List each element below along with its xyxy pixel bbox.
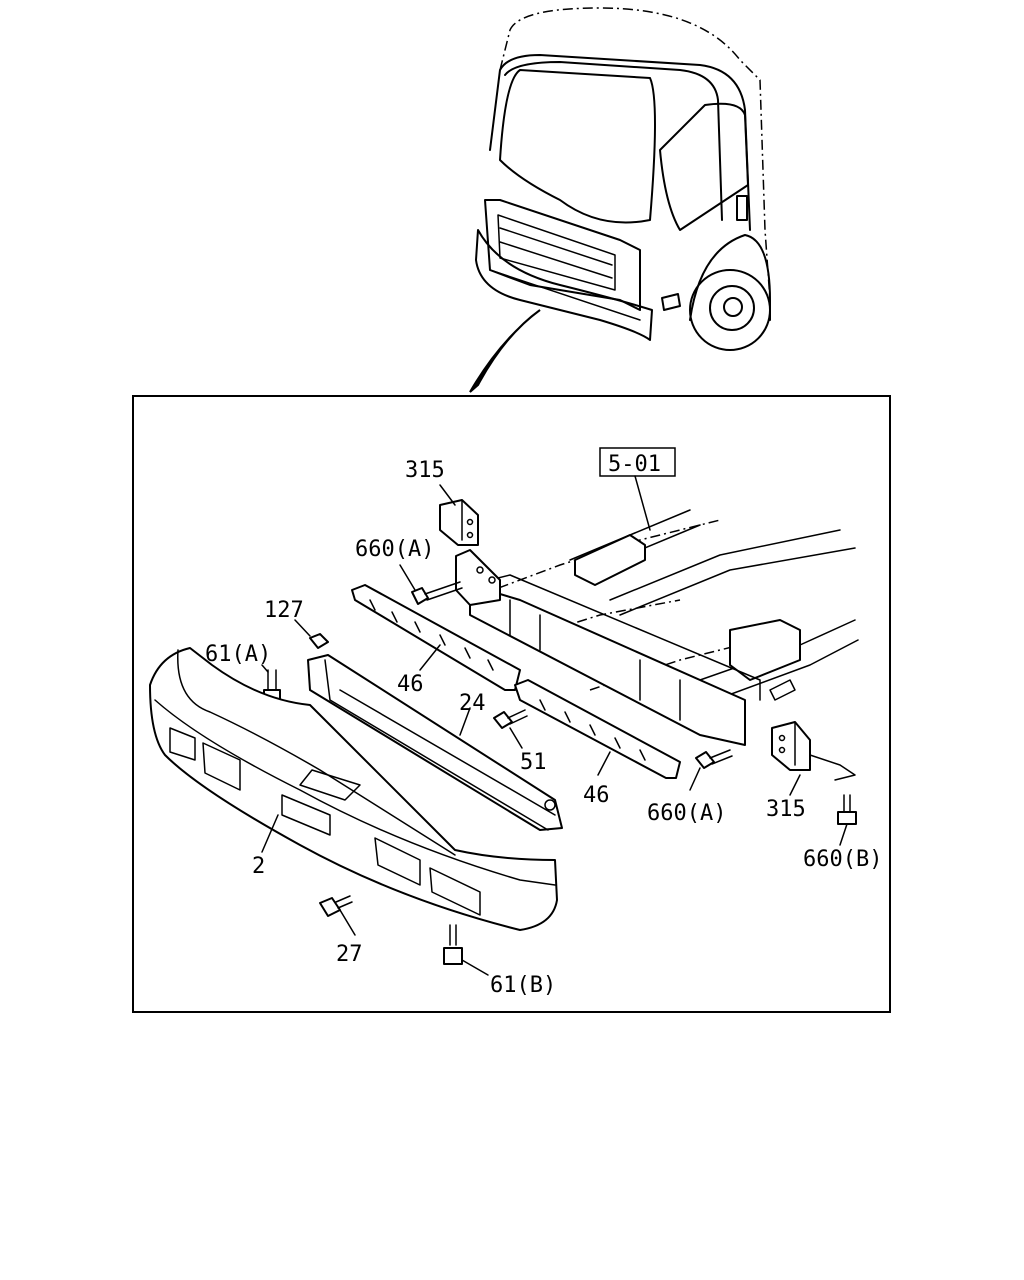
callout-660a-upper: 660(A) [355, 537, 434, 562]
bolt-61b [443, 924, 489, 976]
nut-127 [294, 619, 329, 649]
callout-27: 27 [336, 942, 363, 967]
bolt-660a-lower [689, 749, 733, 791]
stay-24 [307, 654, 563, 831]
reference-box: 5-01 [599, 447, 676, 531]
bracket-315-upper [439, 484, 479, 546]
chassis-frame-ref [455, 509, 859, 746]
truck-cab-overview [469, 7, 771, 393]
detail-frame [132, 395, 891, 1013]
callout-315-upper: 315 [405, 458, 445, 483]
bumper-2 [149, 647, 558, 931]
callout-61b: 61(B) [490, 973, 556, 998]
callout-660b: 660(B) [803, 847, 882, 872]
callout-61a: 61(A) [205, 642, 271, 667]
bar-46-lower [514, 679, 681, 779]
callout-660a-lower: 660(A) [647, 801, 726, 826]
bolt-27 [319, 895, 356, 936]
callout-24: 24 [459, 691, 486, 716]
bolt-660b [837, 794, 857, 846]
bolt-51 [493, 709, 528, 749]
callout-2: 2 [252, 854, 265, 879]
reference-label: 5-01 [608, 452, 661, 477]
callout-46-upper: 46 [397, 672, 424, 697]
bracket-315-lower [771, 721, 856, 796]
callout-51: 51 [520, 750, 547, 775]
bolt-660a-upper [399, 564, 463, 605]
bar-46-upper [351, 584, 521, 691]
callout-46-lower: 46 [583, 783, 610, 808]
callout-315-lower: 315 [766, 797, 806, 822]
callout-127: 127 [264, 598, 304, 623]
